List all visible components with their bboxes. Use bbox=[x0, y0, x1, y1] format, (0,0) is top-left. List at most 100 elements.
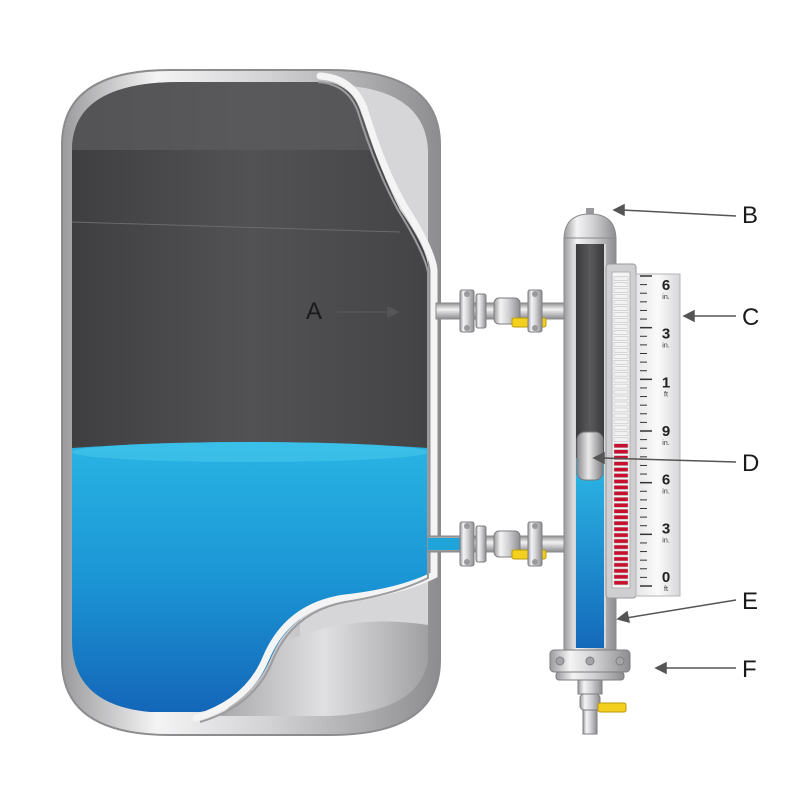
scale-unit-label: ft bbox=[664, 391, 668, 398]
callout-arrows bbox=[336, 203, 737, 675]
indicator-flag bbox=[613, 395, 629, 401]
vapor-dome-shade bbox=[72, 82, 380, 150]
indicator-flag bbox=[613, 407, 629, 413]
indicator-flag bbox=[613, 538, 629, 544]
scale-value-label: 3 bbox=[662, 520, 670, 537]
callout-label-A: A bbox=[306, 298, 323, 325]
indicator-flag bbox=[613, 491, 629, 496]
indicator-flag bbox=[613, 473, 629, 478]
scale-unit-label: ft bbox=[664, 586, 668, 593]
scale-unit-label: in. bbox=[662, 489, 669, 496]
scale-value-label: 0 bbox=[662, 569, 670, 586]
tank-cut-edge bbox=[192, 72, 438, 722]
flange-icon bbox=[475, 525, 487, 563]
indicator-flag bbox=[613, 574, 629, 580]
arrow-A bbox=[336, 305, 400, 319]
flange-icon bbox=[527, 521, 543, 567]
indicator-flag bbox=[613, 312, 629, 317]
indicator-flag bbox=[613, 294, 629, 299]
indicator-flag bbox=[613, 526, 629, 532]
indicator-flag bbox=[613, 532, 629, 538]
indicator-flag bbox=[613, 413, 629, 419]
indicator-flag bbox=[613, 371, 629, 377]
indicator-flag bbox=[613, 401, 629, 407]
upper-process-connection bbox=[435, 289, 567, 333]
scale-ticks bbox=[640, 275, 652, 587]
indicator-flag bbox=[613, 515, 629, 520]
tank-bottom-dish bbox=[220, 621, 428, 716]
flange-icon bbox=[459, 521, 475, 567]
indicator-flag bbox=[613, 330, 629, 335]
callout-label-C: C bbox=[742, 304, 760, 331]
indicator-flag bbox=[613, 568, 629, 574]
indicator-flag bbox=[613, 300, 629, 305]
indicator-flag bbox=[613, 389, 629, 395]
indicator-flag bbox=[613, 437, 629, 442]
callout-label-E: E bbox=[742, 588, 759, 615]
vapor-space bbox=[72, 82, 428, 448]
scale-value-label: 3 bbox=[662, 326, 670, 343]
scale-unit-label: in. bbox=[662, 294, 669, 301]
indicator-flag bbox=[613, 520, 629, 526]
indicator-flag bbox=[613, 509, 629, 514]
indicator-flag bbox=[613, 419, 629, 425]
scale-value-label: 1 bbox=[662, 374, 670, 391]
scale-value-label: 9 bbox=[662, 423, 670, 440]
indicator-flag bbox=[613, 383, 629, 389]
callout-label-B: B bbox=[742, 202, 759, 229]
indicator-flag bbox=[613, 485, 629, 490]
indicator-flag bbox=[613, 425, 629, 431]
flange-icon bbox=[459, 289, 475, 333]
indicator-flag bbox=[613, 461, 629, 466]
lower-process-connection bbox=[427, 521, 567, 567]
indicator-flag bbox=[613, 479, 629, 484]
indicator-flag bbox=[613, 342, 629, 347]
chamber-vapor bbox=[576, 244, 604, 458]
liquid-surface bbox=[72, 442, 428, 462]
indicator-flag bbox=[613, 556, 629, 562]
chamber-liquid bbox=[576, 458, 604, 648]
tank bbox=[61, 69, 441, 736]
indicator-flag bbox=[613, 580, 629, 586]
flange-icon bbox=[475, 293, 487, 329]
arrow-E bbox=[616, 599, 737, 624]
vent-plug bbox=[586, 208, 594, 216]
indicator-flag bbox=[613, 306, 629, 311]
scale-value-label: 6 bbox=[662, 277, 670, 294]
indicator-flag bbox=[613, 449, 629, 454]
callout-label-F: F bbox=[742, 656, 757, 683]
indicator-flag bbox=[613, 282, 629, 287]
indicator-flag bbox=[613, 431, 629, 437]
liquid-space bbox=[72, 442, 428, 712]
indicator-flag bbox=[613, 377, 629, 383]
arrow-B bbox=[612, 203, 737, 217]
callout-label-D: D bbox=[742, 450, 760, 477]
magnetic-indicator bbox=[605, 263, 637, 599]
arrow-D bbox=[592, 451, 737, 465]
indicator-flag bbox=[613, 318, 629, 323]
arrow-F bbox=[654, 661, 736, 675]
indicator-flags bbox=[613, 276, 629, 586]
indicator-flag bbox=[613, 324, 629, 329]
indicator-flag bbox=[613, 503, 629, 508]
drain-valve bbox=[577, 679, 627, 735]
indicator-flag bbox=[613, 288, 629, 293]
indicator-flag bbox=[613, 365, 629, 371]
scale-unit-label: in. bbox=[662, 343, 669, 350]
flange-icon bbox=[527, 289, 543, 333]
indicator-flag bbox=[613, 467, 629, 472]
scale-unit-label: in. bbox=[662, 537, 669, 544]
chamber-top-cap bbox=[563, 213, 617, 241]
vapor-seam bbox=[71, 221, 401, 233]
indicator-flag bbox=[613, 276, 629, 282]
indicator-flag bbox=[613, 354, 629, 359]
arrow-C bbox=[682, 309, 736, 323]
indicator-flag bbox=[613, 497, 629, 502]
indicator-flag bbox=[613, 550, 629, 556]
indicator-flag bbox=[613, 348, 629, 353]
indicator-flag bbox=[613, 336, 629, 341]
indicator-flag bbox=[613, 562, 629, 568]
tank-cut-edge-shadow bbox=[199, 81, 429, 723]
